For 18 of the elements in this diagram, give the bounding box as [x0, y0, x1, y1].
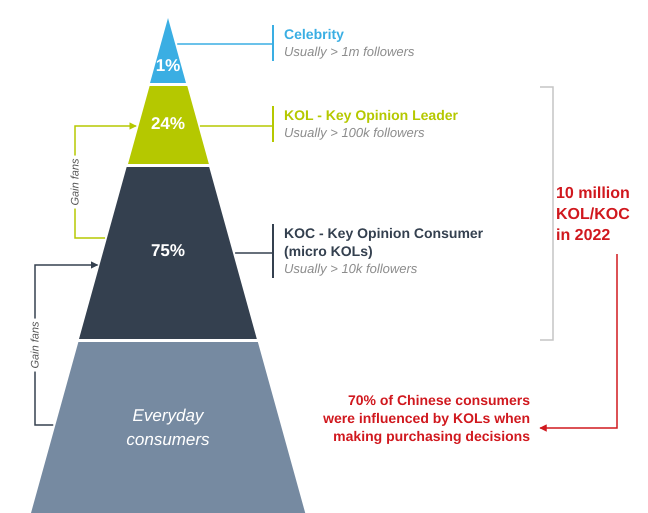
connector-line: [177, 43, 272, 45]
tier-title: Celebrity: [284, 25, 345, 43]
tier-title: KOC - Key Opinion Consumer (micro KOLs): [284, 224, 484, 260]
statistic-text: 10 million KOL/KOC in 2022: [556, 183, 646, 246]
follower-note: Usually > 100k followers: [284, 124, 426, 142]
statistic-text: 70% of Chinese consumers were influenced by KOLs when making purchasing decisions: [315, 391, 530, 445]
tier-label: 1%: [156, 56, 180, 76]
follower-note: Usually > 1m followers: [284, 43, 416, 61]
follower-note: Usually > 10k followers: [284, 260, 418, 278]
tier-label: Everyday consumers: [125, 405, 211, 451]
edge-label: Gain fans: [69, 155, 82, 209]
connector-line: [235, 252, 272, 254]
tier-label: 24%: [150, 114, 185, 134]
edge-label: Gain fans: [29, 318, 42, 372]
arrow: [539, 254, 618, 432]
tier-label: 75%: [150, 241, 185, 261]
tier-title: KOL - Key Opinion Leader: [284, 106, 459, 124]
connector-line: [200, 125, 272, 127]
